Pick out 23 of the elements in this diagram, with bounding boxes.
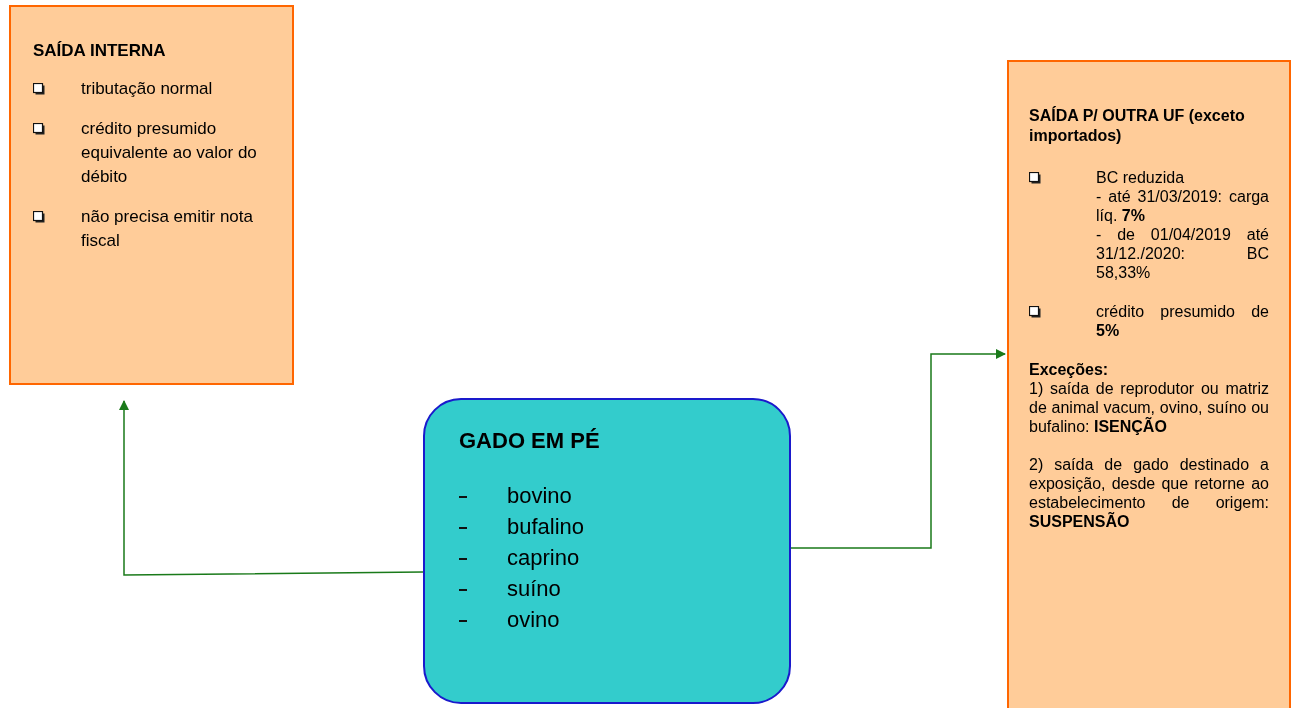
box-heading: GADO EM PÉ (459, 428, 601, 454)
list-item-text: ovino (507, 606, 561, 634)
bullet-text: BC reduzida (1096, 168, 1186, 187)
list-item-text: bufalino (507, 513, 586, 541)
bullet-text: crédito presumido equivalente ao valor do débito (81, 118, 258, 188)
box-heading: SAÍDA P/ OUTRA UF (exceto importados) (1029, 106, 1246, 146)
list-item-text: suíno (507, 575, 562, 603)
box-heading: SAÍDA INTERNA (33, 41, 167, 61)
arrow (119, 400, 424, 576)
list-item-text: caprino (507, 544, 581, 572)
note-text: 1) saída de reprodutor ou matriz de animal vacum, ovino, suíno ou bufalino: ISENÇÃO (1029, 379, 1269, 436)
note-text: 2) saída de gado destinado a exposição, desde que retorne ao estabelecimento de origem: SUSPENSÃO (1029, 455, 1269, 531)
bullet-text: não precisa emitir nota fiscal (81, 206, 254, 252)
sub-item-text: - de 01/04/2019 até 31/12./2020: BC 58,33% (1096, 225, 1269, 282)
section-heading: Exceções: (1029, 360, 1110, 379)
arrow (790, 349, 1006, 549)
list-item-text: bovino (507, 482, 573, 510)
bullet-text: crédito presumido de 5% (1096, 302, 1269, 340)
rounded-box (423, 398, 791, 704)
bullet-text: tributação normal (81, 78, 214, 100)
info-box (1007, 60, 1291, 708)
sub-item-text: - até 31/03/2019: carga líq. 7% (1096, 187, 1269, 225)
info-box (9, 5, 294, 385)
